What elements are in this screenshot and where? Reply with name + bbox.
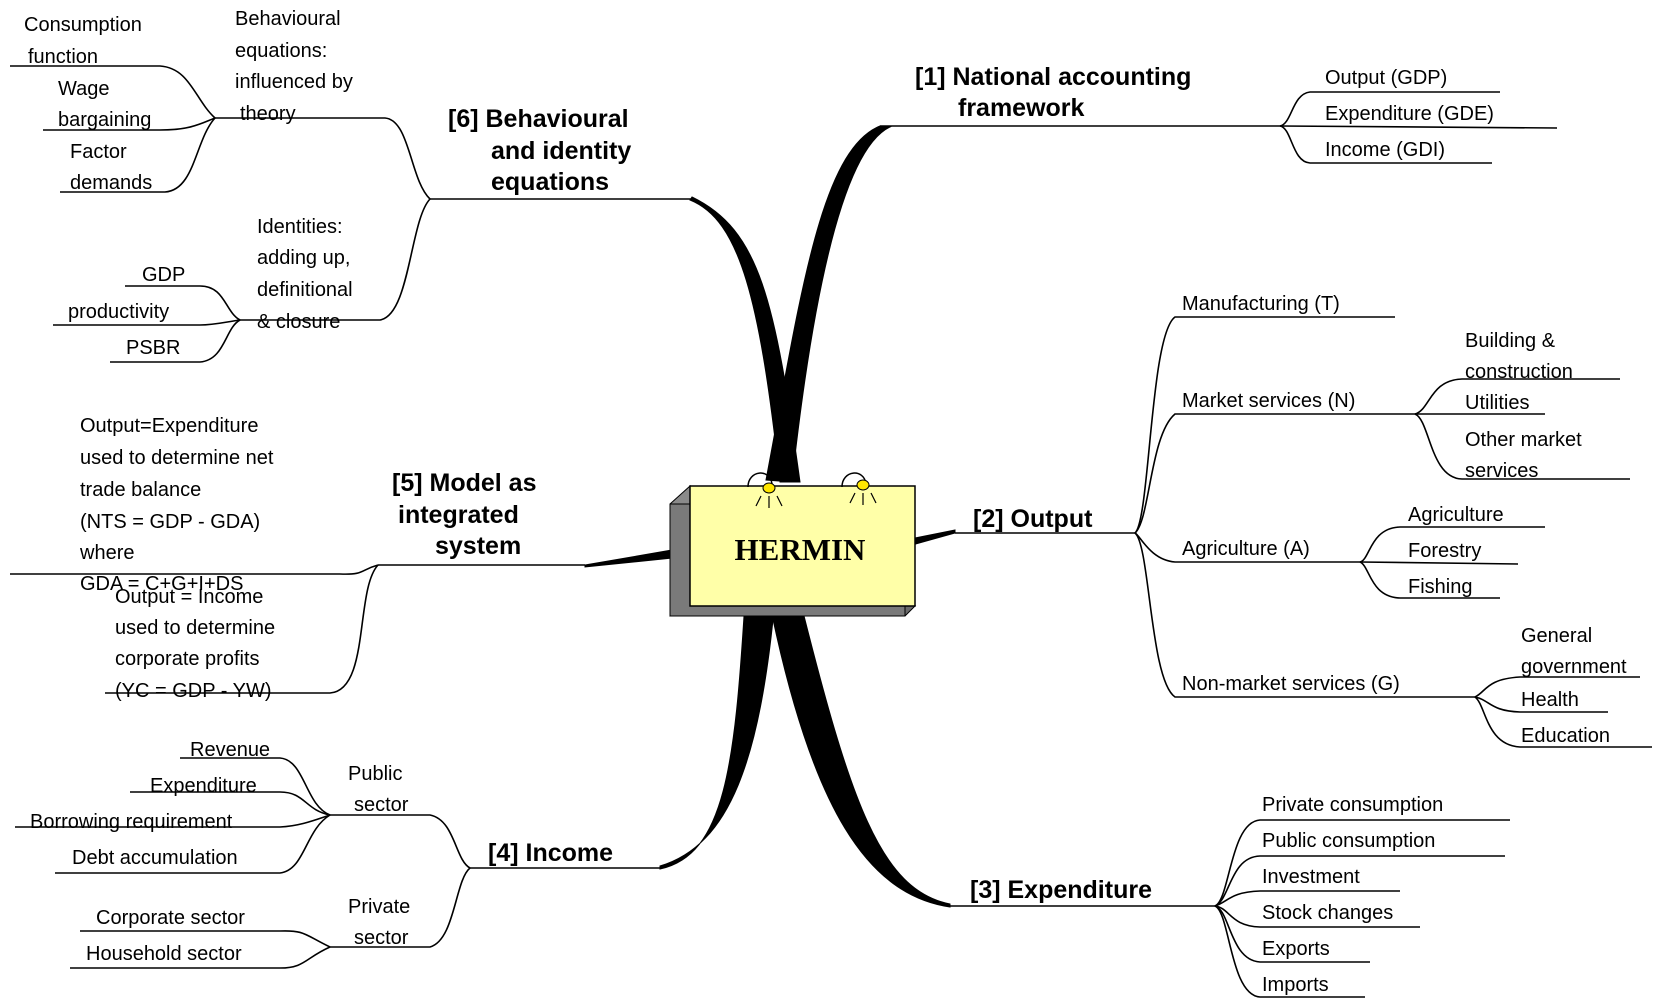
node-revenue[interactable]: Revenue — [190, 739, 270, 761]
trunk-model-integrated — [584, 549, 673, 568]
node-household-sector[interactable]: Household sector — [86, 943, 242, 965]
node-output-income[interactable]: Output = Income used to determine corpor… — [115, 586, 281, 702]
branch-title-output[interactable]: [2] Output — [973, 505, 1093, 533]
node-consumption-function[interactable]: Consumption function — [24, 14, 147, 68]
node-agriculture-a[interactable]: Agriculture (A) — [1182, 538, 1310, 560]
branch-labels: Output (GDP) Expenditure (GDE) Income (G… — [24, 8, 1627, 996]
branch-title-income[interactable]: [4] Income — [488, 839, 613, 867]
hermin-label: HERMIN — [735, 532, 866, 567]
node-non-market-services[interactable]: Non-market services (G) — [1182, 673, 1400, 695]
node-other-market-services[interactable]: Other market services — [1465, 429, 1587, 482]
node-gdp[interactable]: GDP — [142, 264, 185, 286]
node-public-expenditure[interactable]: Expenditure — [150, 775, 257, 797]
node-fishing[interactable]: Fishing — [1408, 576, 1472, 598]
branch-title-behavioural[interactable]: [6] Behavioural and identity equations — [448, 105, 638, 196]
node-expenditure-gde[interactable]: Expenditure (GDE) — [1325, 103, 1494, 125]
node-productivity[interactable]: productivity — [68, 301, 169, 323]
branch-titles: [1] National accounting framework [2] Ou… — [392, 63, 1198, 904]
hermin-node[interactable]: HERMIN — [669, 472, 917, 617]
node-wage-bargaining[interactable]: Wage bargaining — [58, 78, 151, 131]
node-psbr[interactable]: PSBR — [126, 337, 180, 359]
branch-title-expenditure[interactable]: [3] Expenditure — [970, 876, 1152, 904]
branch-title-model-integrated[interactable]: [5] Model as integrated system — [392, 469, 543, 560]
trunk-behavioural — [689, 196, 801, 483]
node-private-sector[interactable]: Private sector — [348, 896, 416, 949]
light-glow-icon — [856, 479, 870, 491]
branch-title-national-accounting[interactable]: [1] National accounting framework — [915, 63, 1198, 122]
node-imports[interactable]: Imports — [1262, 974, 1329, 996]
node-identities[interactable]: Identities: adding up, definitional & cl… — [257, 216, 358, 333]
node-education[interactable]: Education — [1521, 725, 1610, 747]
node-investment[interactable]: Investment — [1262, 866, 1360, 888]
light-rays-icon — [755, 492, 877, 508]
trunk-income — [659, 599, 776, 870]
node-health[interactable]: Health — [1521, 689, 1579, 711]
node-borrowing-requirement[interactable]: Borrowing requirement — [30, 811, 233, 833]
trunk-national-accounting — [765, 125, 892, 483]
node-general-government[interactable]: General government — [1521, 625, 1627, 678]
trunk-expenditure — [769, 599, 951, 908]
node-income-gdi[interactable]: Income (GDI) — [1325, 139, 1445, 161]
trunks — [584, 125, 956, 908]
node-exports[interactable]: Exports — [1262, 938, 1330, 960]
node-agriculture[interactable]: Agriculture — [1408, 504, 1504, 526]
node-market-services[interactable]: Market services (N) — [1182, 390, 1355, 412]
node-private-consumption[interactable]: Private consumption — [1262, 794, 1443, 816]
node-debt-accumulation[interactable]: Debt accumulation — [72, 847, 238, 869]
node-corporate-sector[interactable]: Corporate sector — [96, 907, 245, 929]
node-building-construction[interactable]: Building & construction — [1465, 330, 1573, 383]
branch-lines — [10, 65, 1652, 998]
node-output-gdp[interactable]: Output (GDP) — [1325, 67, 1447, 89]
node-manufacturing[interactable]: Manufacturing (T) — [1182, 293, 1340, 315]
lightbulb-icon — [747, 472, 773, 488]
node-factor-demands[interactable]: Factor demands — [70, 141, 152, 194]
node-stock-changes[interactable]: Stock changes — [1262, 902, 1393, 924]
node-public-sector[interactable]: Public sector — [348, 763, 409, 816]
node-public-consumption[interactable]: Public consumption — [1262, 830, 1435, 852]
light-glow-icon — [762, 482, 776, 494]
node-behavioural-equations[interactable]: Behavioural equations: influenced by the… — [235, 8, 358, 125]
node-forestry[interactable]: Forestry — [1408, 540, 1481, 562]
node-output-expenditure[interactable]: Output=Expenditure used to determine net… — [79, 415, 279, 595]
node-utilities[interactable]: Utilities — [1465, 392, 1529, 414]
hermin-box — [689, 485, 916, 607]
